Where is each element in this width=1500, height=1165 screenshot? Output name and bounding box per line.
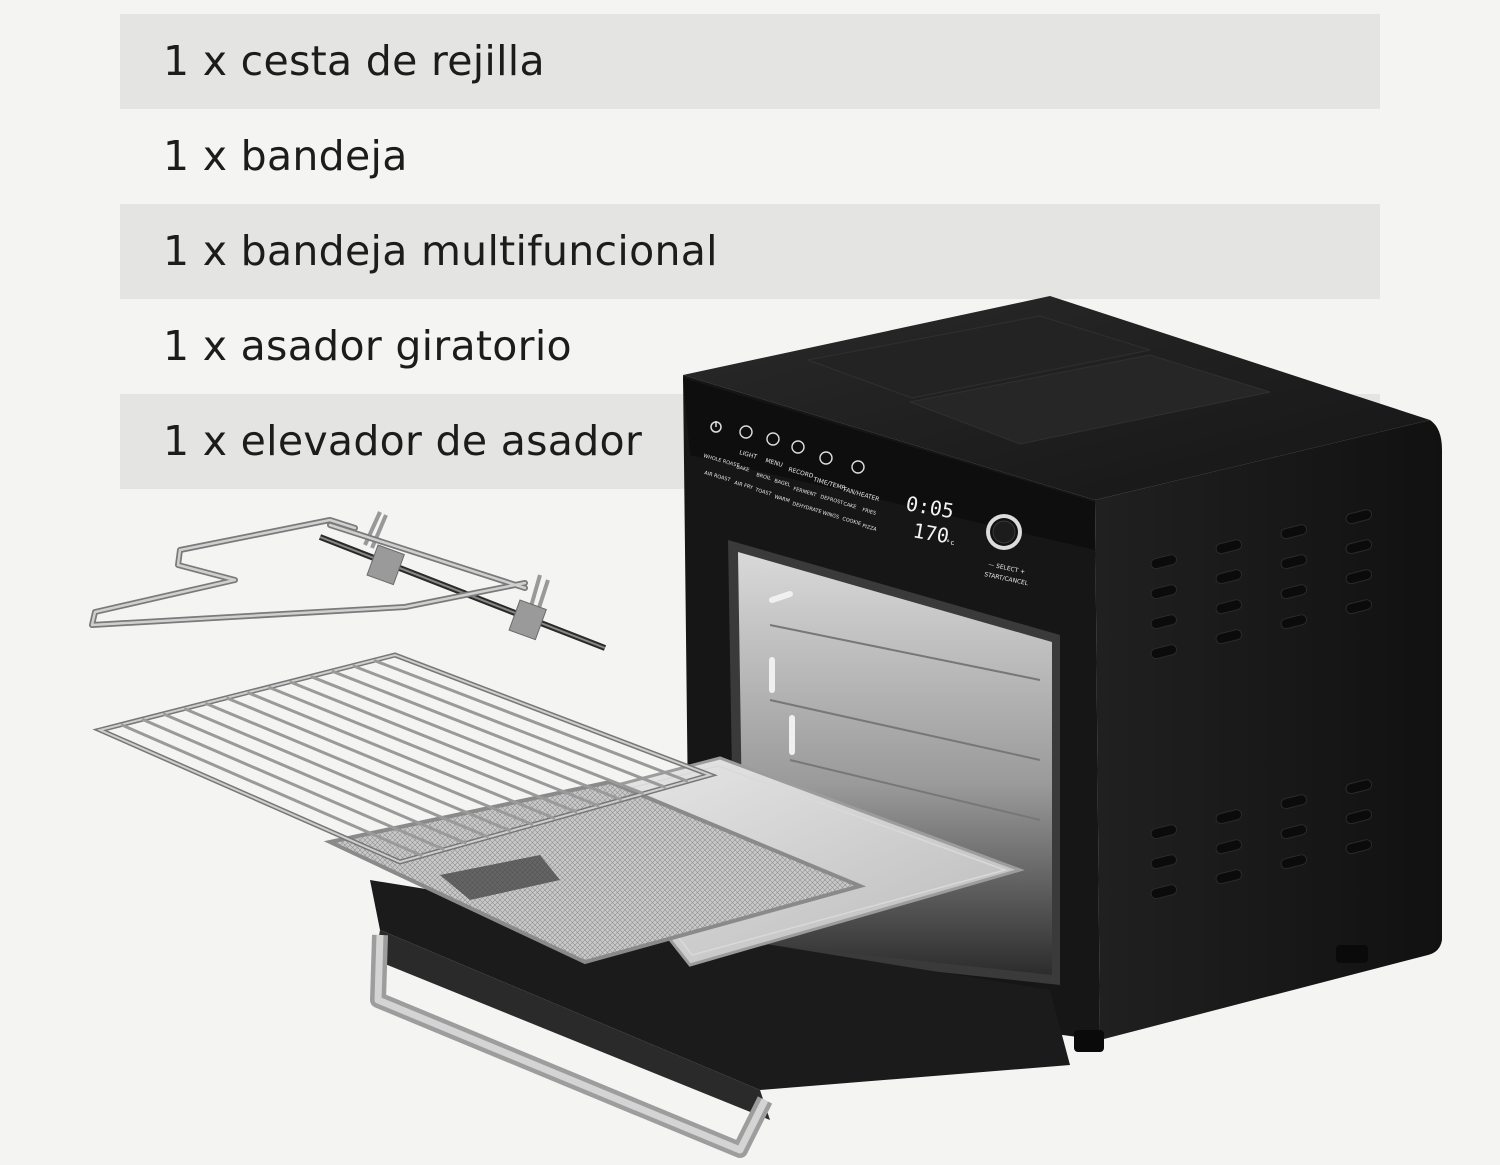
preset-label: BAKE [735,464,749,473]
accessory-label: 1 x bandeja [163,132,408,180]
rack-bar [141,717,445,851]
rack-bar [373,658,689,783]
preset-label: BROIL [755,472,771,482]
preset-label: AIR FRY [733,480,754,491]
button-label: LIGHT [738,449,757,461]
accessory-row-tray: 1 x bandeja [120,109,1380,204]
rack-bar [268,685,578,814]
accessory-row-rotisserie: 1 x asador giratorio [120,299,1380,394]
rotisserie-lifter [89,517,528,628]
rack-bar [225,696,534,827]
rack-bar [204,701,512,833]
rack-bar [289,680,600,808]
rack-bar [246,691,556,820]
record-button[interactable] [791,440,805,454]
light-button[interactable] [739,425,753,439]
rack-bar [310,675,622,802]
preset-label: WINGS [821,510,839,521]
accessory-label: 1 x asador giratorio [163,322,572,370]
accessory-label: 1 x cesta de rejilla [163,37,545,85]
accessory-row-rack-basket: 1 x cesta de rejilla [120,14,1380,109]
rack-bar [162,712,468,845]
rack-bar [183,707,490,839]
wire-rack [92,652,718,865]
preset-label: CAKE [842,501,856,510]
rack-bar [120,723,423,858]
rack-bar [331,669,645,796]
preset-label: WARM [773,494,790,504]
display-unit: °c [946,539,954,547]
accessory-row-multifunction-tray: 1 x bandeja multifuncional [120,204,1380,299]
oven-side [1095,420,1442,1040]
preset-label: PIZZA [861,523,877,533]
rack-bar [352,664,667,789]
oven [683,296,1442,1052]
fan-heater-button[interactable] [851,460,865,474]
accessory-label: 1 x bandeja multifuncional [163,227,718,275]
preset-label: COOKIE [841,516,861,527]
preset-label: TOAST [753,487,772,498]
rotisserie-spit [318,511,607,651]
button-label: MENU [764,457,783,469]
preset-label: FRIES [861,507,876,517]
accessory-label: 1 x elevador de asador [163,417,643,465]
menu-button[interactable] [766,432,780,446]
time-temp-button[interactable] [819,451,833,465]
preset-label: BAGEL [773,478,791,488]
